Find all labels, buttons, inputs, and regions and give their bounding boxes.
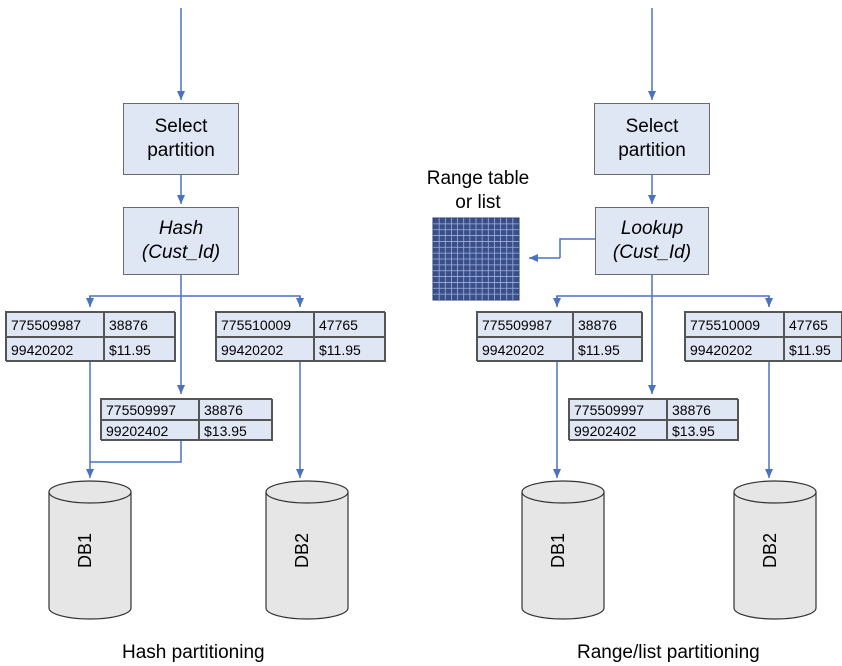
db1-label-right: DB1 [548,532,569,569]
hash-function-box: Hash (Cust_Id) [123,207,239,275]
db2-label: DB2 [292,532,313,569]
lookup-fanout-line [556,295,770,306]
lookup-function-box: Lookup (Cust_Id) [595,207,709,275]
range-table-label: Range table or list [426,168,530,213]
select-partition-box: Select partition [123,103,239,175]
middle-to-db1-line [90,440,182,463]
range-list-partitioning-caption: Range/list partitioning [577,642,760,663]
hash-fanout-line [89,295,301,306]
lookup-to-range-table-line [559,238,595,258]
hash-partitioning-caption: Hash partitioning [122,642,265,663]
db2-label-right: DB2 [760,532,781,569]
db1-label: DB1 [75,532,96,569]
db1-cylinder [48,480,132,620]
db1-cylinder-right [521,480,605,620]
db2-cylinder-right [733,480,817,620]
db2-cylinder [265,480,349,620]
select-partition-box-right: Select partition [594,103,710,175]
range-table-grid-icon [432,217,520,301]
